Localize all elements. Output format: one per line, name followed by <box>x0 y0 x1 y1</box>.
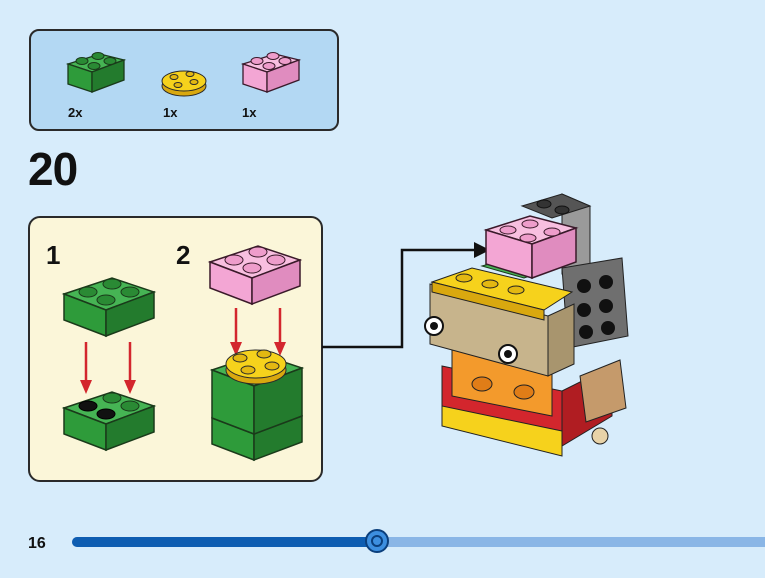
step-number: 20 <box>28 143 78 195</box>
yellow-2x2-round-plate-icon <box>161 70 207 97</box>
substep-number-1: 1 <box>46 240 61 270</box>
substep2-pink-brick-icon <box>207 245 303 306</box>
substep2-green-stack-icon <box>209 349 305 462</box>
progress-knob <box>364 529 389 553</box>
substep2-arrow-icon <box>230 308 286 356</box>
substep1-arrow-icon <box>80 342 136 394</box>
green-2x2-brick-icon <box>65 52 127 93</box>
callout-arrow-icon <box>322 242 490 349</box>
page-number: 16 <box>28 535 46 552</box>
substep-number-2: 2 <box>176 240 191 270</box>
pink-2x2-brick-icon <box>240 52 302 93</box>
part-qty-pink: 1x <box>242 105 257 120</box>
progress-bar <box>72 529 765 553</box>
substep1-top-green-brick-icon <box>61 277 157 338</box>
brickheadz-model-icon <box>424 193 629 457</box>
substep1-bottom-green-brick-icon <box>61 391 157 452</box>
part-qty-yellow: 1x <box>163 105 178 120</box>
part-qty-green: 2x <box>68 105 83 120</box>
progress-fill <box>72 537 377 547</box>
